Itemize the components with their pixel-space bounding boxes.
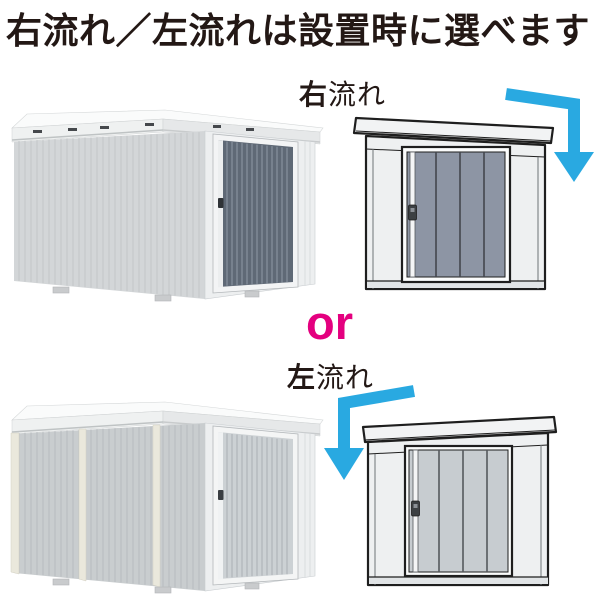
- front-wall-joints: [304, 433, 311, 578]
- door-handle-detail: [413, 504, 418, 508]
- right-flow-label-suffix: 流れ: [328, 79, 387, 110]
- door-handle: [411, 500, 420, 517]
- shed-3d-silver-door-illustration: [10, 401, 324, 594]
- front-roof-line: [355, 130, 553, 142]
- front-roof-line: [363, 429, 556, 441]
- shed-3d-dark-door-illustration: [11, 109, 324, 302]
- shed-front-view-right-flow: [352, 88, 594, 291]
- door-panel-lines: [438, 450, 488, 572]
- door-handle-detail: [410, 208, 415, 212]
- side-wall-corrugation: [18, 132, 200, 298]
- right-flow-label: 右流れ: [299, 73, 386, 113]
- left-flow-label-suffix: 流れ: [316, 362, 375, 393]
- left-flow-arrow-icon: [324, 385, 416, 480]
- side-strips: [374, 445, 542, 585]
- door-handle: [408, 204, 417, 221]
- shed-front-view-left-flow: [324, 385, 558, 587]
- shed-fascia-right: [162, 118, 321, 145]
- base-feet: [52, 578, 260, 594]
- front-roof: [361, 415, 558, 444]
- base-feet: [52, 286, 260, 302]
- page-title: 右流れ／左流れは設置時に選べます: [6, 10, 591, 51]
- roof-clips: [33, 123, 254, 133]
- bottom-rail: [367, 281, 544, 288]
- right-flow-label-prefix: 右: [299, 79, 329, 110]
- shed-fascia-edge: [11, 421, 164, 433]
- shed-fascia-right: [162, 410, 321, 437]
- or-divider-label: or: [306, 296, 353, 349]
- left-flow-label: 左流れ: [287, 356, 374, 396]
- front-wall-joints: [304, 141, 311, 286]
- door-panel-lines: [435, 152, 485, 277]
- right-flow-arrow-icon: [505, 88, 594, 182]
- door-stile: [218, 140, 223, 288]
- cream-posts: [10, 424, 161, 588]
- door-handle: [218, 198, 224, 208]
- left-flow-label-prefix: 左: [287, 362, 317, 393]
- bottom-rail: [369, 577, 548, 584]
- sliding-door: [406, 151, 506, 278]
- front-roof: [352, 116, 555, 145]
- sliding-door: [408, 449, 509, 573]
- shed-fascia-edge: [11, 129, 164, 141]
- door-handle: [218, 490, 224, 500]
- side-strips: [372, 149, 539, 289]
- door-stile: [218, 432, 223, 580]
